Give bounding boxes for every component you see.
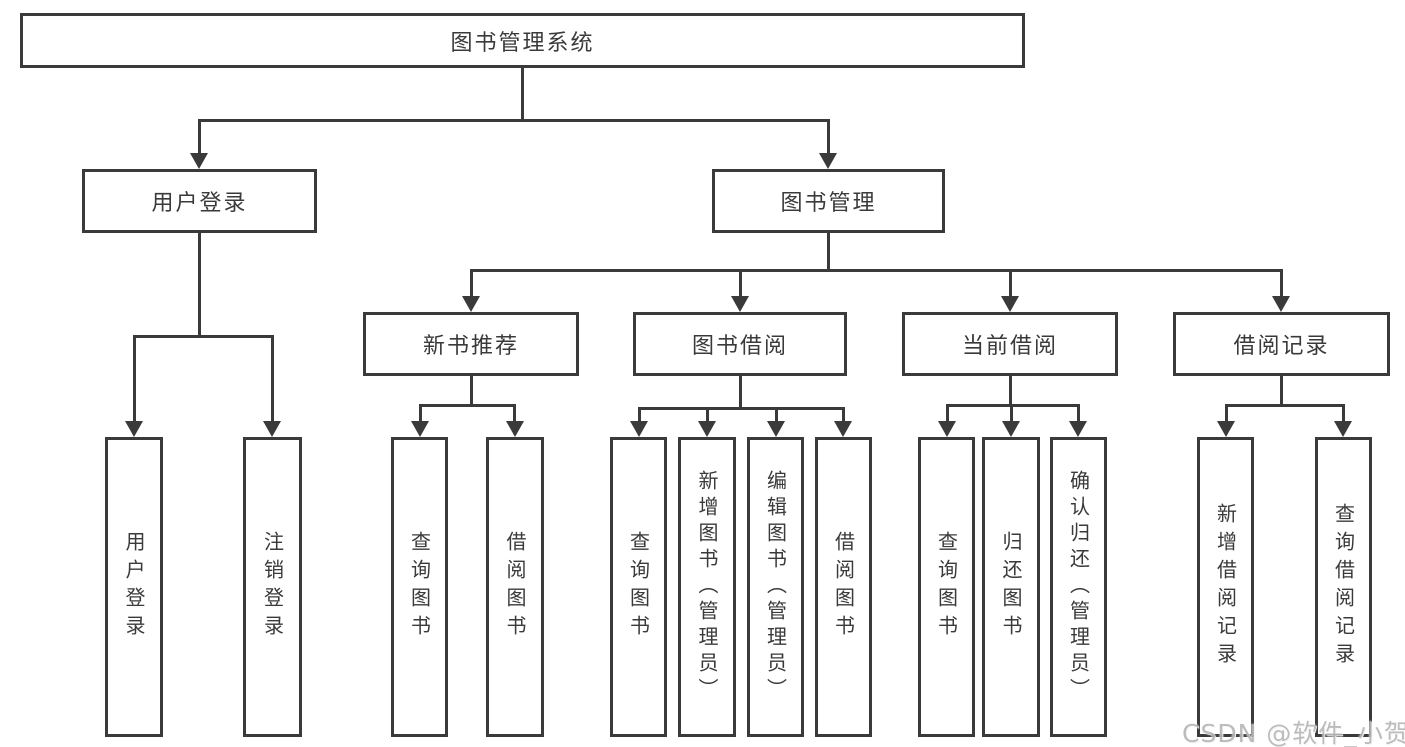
connector-line [133, 335, 136, 421]
leaf-label: 注销登录 [260, 531, 285, 643]
connector-line [739, 269, 742, 296]
connector-line [739, 376, 742, 409]
leaf-logout: 注销登录 [243, 437, 302, 737]
leaf-edit-book-admin: 编辑图书（管理员） [747, 437, 804, 737]
leaf-label: 新增图书（管理员） [695, 470, 719, 704]
arrowhead-down-icon [411, 421, 429, 437]
leaf-add-borrow-record: 新增借阅记录 [1197, 437, 1254, 737]
arrowhead-down-icon [731, 296, 749, 312]
arrowhead-down-icon [263, 421, 281, 437]
arrowhead-down-icon [1069, 421, 1087, 437]
connector-line [1225, 404, 1228, 421]
connector-line [1280, 269, 1283, 296]
connector-line [470, 269, 473, 296]
leaf-label: 查询图书 [407, 531, 432, 643]
arrowhead-down-icon [190, 153, 208, 169]
arrowhead-down-icon [1272, 296, 1290, 312]
arrowhead-down-icon [767, 421, 785, 437]
leaf-borrow-books-recommend: 借阅图书 [486, 437, 544, 737]
leaf-label: 查询图书 [934, 531, 959, 643]
arrowhead-down-icon [834, 421, 852, 437]
node-label: 图书借阅 [691, 334, 788, 359]
connector-line [1225, 404, 1344, 407]
arrowhead-down-icon [1001, 296, 1019, 312]
arrowhead-down-icon [462, 296, 480, 312]
leaf-query-borrow-record: 查询借阅记录 [1315, 437, 1372, 737]
arrowhead-down-icon [506, 421, 524, 437]
node-label: 图书管理系统 [450, 30, 595, 56]
connector-line [827, 233, 830, 271]
connector-line [827, 119, 830, 153]
node-book-borrow: 图书借阅 [633, 312, 847, 376]
arrowhead-down-icon [1334, 421, 1352, 437]
leaf-label: 查询图书 [626, 531, 651, 643]
leaf-borrow-books-2: 借阅图书 [815, 437, 872, 737]
leaf-label: 编辑图书（管理员） [763, 470, 788, 704]
node-book-management: 图书管理 [712, 169, 945, 233]
leaf-return-book: 归还图书 [982, 437, 1040, 737]
connector-line [1009, 376, 1012, 406]
connector-line [1009, 269, 1012, 296]
node-label: 当前借阅 [961, 334, 1058, 359]
connector-line [133, 335, 274, 338]
connector-line [1010, 404, 1013, 421]
leaf-confirm-return-admin: 确认归还（管理员） [1050, 437, 1107, 737]
leaf-query-books-recommend: 查询图书 [391, 437, 448, 737]
connector-line [638, 407, 844, 410]
connector-line [271, 335, 274, 421]
connector-line [946, 404, 949, 421]
connector-line [1342, 404, 1345, 421]
arrowhead-down-icon [698, 421, 716, 437]
node-current-borrow: 当前借阅 [902, 312, 1118, 376]
arrowhead-down-icon [819, 153, 837, 169]
connector-line [638, 407, 641, 421]
leaf-label: 用户登录 [122, 531, 146, 643]
arrowhead-down-icon [938, 421, 956, 437]
arrowhead-down-icon [125, 421, 143, 437]
arrowhead-down-icon [630, 421, 648, 437]
connector-line [198, 233, 201, 336]
leaf-query-books-current: 查询图书 [918, 437, 975, 737]
node-user-login: 用户登录 [82, 169, 317, 233]
node-label: 用户登录 [151, 191, 248, 216]
node-root-system: 图书管理系统 [20, 13, 1025, 68]
leaf-label: 借阅图书 [831, 531, 856, 643]
connector-line [198, 119, 201, 153]
connector-line [419, 404, 422, 421]
arrowhead-down-icon [1002, 421, 1020, 437]
connector-line [842, 407, 845, 421]
node-borrow-records: 借阅记录 [1173, 312, 1390, 376]
connector-line [470, 376, 473, 406]
csdn-watermark: CSDN @软件_小贺同学 [1182, 719, 1405, 747]
node-label: 借阅记录 [1233, 334, 1330, 359]
connector-line [419, 404, 516, 407]
connector-line [513, 404, 516, 421]
leaf-label: 归还图书 [999, 531, 1023, 643]
connector-line [521, 68, 524, 120]
leaf-label: 查询借阅记录 [1331, 503, 1356, 671]
leaf-query-books-borrow: 查询图书 [610, 437, 667, 737]
leaf-label: 新增借阅记录 [1213, 503, 1238, 671]
node-label: 图书管理 [780, 191, 877, 216]
node-label: 新书推荐 [422, 334, 519, 359]
arrowhead-down-icon [1217, 421, 1235, 437]
connector-line [775, 407, 778, 421]
leaf-user-login: 用户登录 [105, 437, 163, 737]
connector-line [199, 119, 829, 122]
leaf-add-book-admin: 新增图书（管理员） [678, 437, 736, 737]
connector-line [1077, 404, 1080, 421]
leaf-label: 确认归还（管理员） [1066, 470, 1091, 704]
leaf-label: 借阅图书 [503, 531, 527, 643]
connector-line [1280, 376, 1283, 406]
node-new-book-recommend: 新书推荐 [363, 312, 579, 376]
connector-line [706, 407, 709, 421]
connector-line [470, 269, 1282, 272]
